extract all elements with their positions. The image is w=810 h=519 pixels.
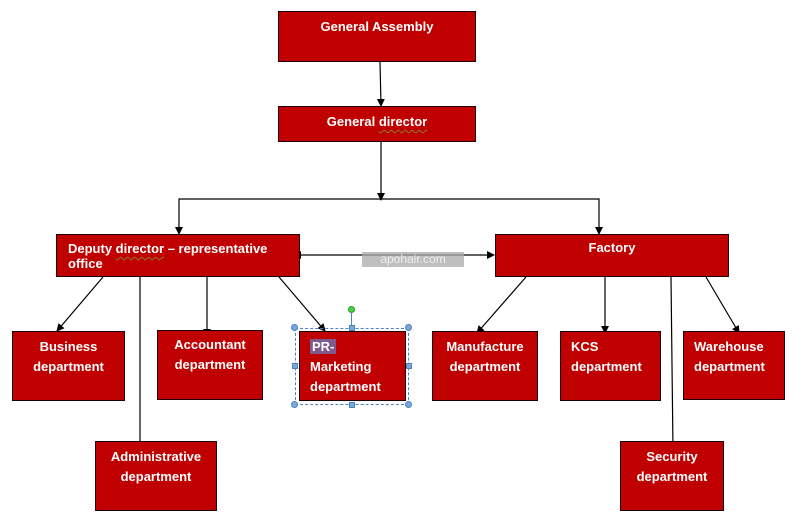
edge-factory-security xyxy=(668,276,677,452)
node-label-line1: Business xyxy=(39,339,98,354)
node-label-line2: department xyxy=(449,359,521,374)
node-label: General director xyxy=(326,114,428,129)
node-label-line1: Accountant xyxy=(174,337,246,352)
edge-factory-manufacture xyxy=(476,276,527,334)
node-label-line1: PR- xyxy=(310,339,337,354)
node-manufacture-department[interactable]: Manufacture department xyxy=(432,331,538,401)
edge-junction-deputy xyxy=(175,198,381,235)
resize-handle-bottom-right[interactable] xyxy=(405,401,412,408)
node-label-line2: department xyxy=(636,469,708,484)
node-label-line2: department xyxy=(120,469,192,484)
node-label-line1: KCS xyxy=(571,339,599,354)
node-factory[interactable]: Factory xyxy=(495,234,729,277)
resize-handle-bottom[interactable] xyxy=(349,402,355,408)
node-deputy-director[interactable]: Deputy director – representative office xyxy=(56,234,300,277)
node-warehouse-department[interactable]: Warehouse department xyxy=(683,331,785,400)
edge-assembly-director xyxy=(376,60,385,107)
node-security-department[interactable]: Security department xyxy=(620,441,724,511)
node-label-line1: Manufacture xyxy=(446,339,524,354)
resize-handle-top[interactable] xyxy=(349,325,355,331)
rotate-handle-stem xyxy=(351,312,352,328)
node-label-line2: department xyxy=(33,359,104,374)
node-pr-marketing-department[interactable]: PR- Marketing department xyxy=(299,331,406,401)
node-label: Factory xyxy=(588,240,636,255)
node-label-line1: Deputy director – representative xyxy=(68,241,268,256)
node-label-line2: department xyxy=(174,357,246,372)
watermark: apohair.com xyxy=(362,252,464,267)
node-label-line2: Marketing xyxy=(310,359,372,374)
node-business-department[interactable]: Business department xyxy=(12,331,125,401)
node-label-line2: department xyxy=(694,359,765,374)
node-general-director[interactable]: General director xyxy=(278,106,476,142)
node-label-line2: department xyxy=(571,359,642,374)
node-label-line3: department xyxy=(310,379,381,394)
node-label-line2: office xyxy=(68,258,103,270)
resize-handle-top-right[interactable] xyxy=(405,324,412,331)
edge-factory-warehouse xyxy=(705,276,740,334)
selection-frame xyxy=(295,328,409,405)
resize-handle-top-left[interactable] xyxy=(291,324,298,331)
resize-handle-right[interactable] xyxy=(406,363,412,369)
edge-junction-factory xyxy=(381,198,603,235)
node-accountant-department[interactable]: Accountant department xyxy=(157,330,263,400)
node-label-line1: Warehouse xyxy=(694,339,764,354)
node-kcs-department[interactable]: KCS department xyxy=(560,331,661,401)
node-general-assembly[interactable]: General Assembly xyxy=(278,11,476,62)
node-label-line1: Administrative xyxy=(110,449,202,464)
edge-deputy-pr-marketing xyxy=(278,276,326,332)
resize-handle-bottom-left[interactable] xyxy=(291,401,298,408)
resize-handle-left[interactable] xyxy=(292,363,298,369)
node-label: General Assembly xyxy=(320,19,434,34)
edge-deputy-business xyxy=(56,276,104,332)
node-label-line1: Security xyxy=(646,449,698,464)
node-administrative-department[interactable]: Administrative department xyxy=(95,441,217,511)
